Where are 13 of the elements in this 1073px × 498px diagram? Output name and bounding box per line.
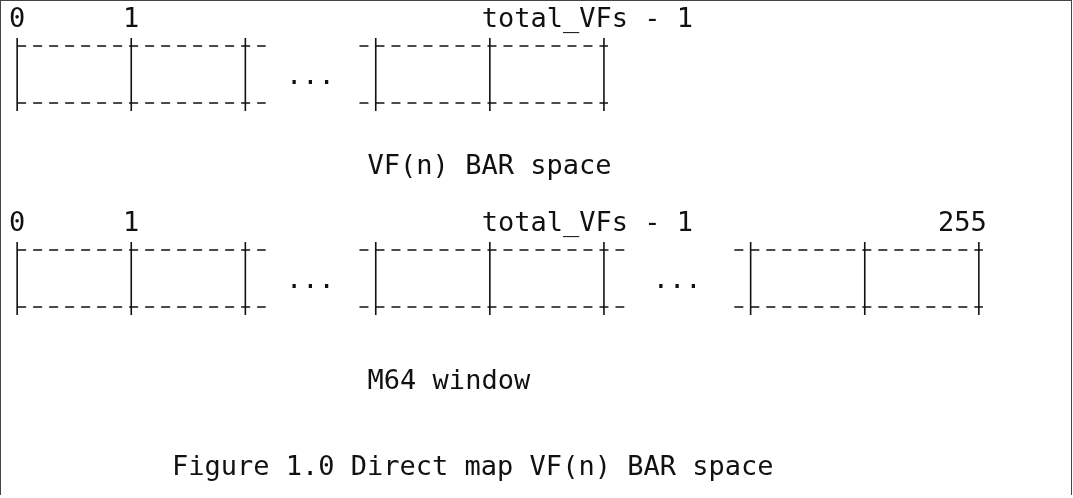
index-label: 255 xyxy=(938,207,987,237)
section-label: VF(n) BAR space xyxy=(367,150,612,180)
index-label: total_VFs - 1 xyxy=(481,3,693,33)
index-label: 1 xyxy=(123,207,140,237)
index-label: 0 xyxy=(9,207,26,237)
ellipsis: ... xyxy=(286,264,335,294)
index-label: 0 xyxy=(9,3,26,33)
section-label: M64 window xyxy=(367,365,531,395)
ellipsis: ... xyxy=(652,264,702,294)
ellipsis: ... xyxy=(286,60,335,90)
index-label: 1 xyxy=(123,3,140,33)
index-label: total_VFs - 1 xyxy=(481,207,693,237)
caption: Figure 1.0 Direct map VF(n) BAR space xyxy=(172,451,774,481)
